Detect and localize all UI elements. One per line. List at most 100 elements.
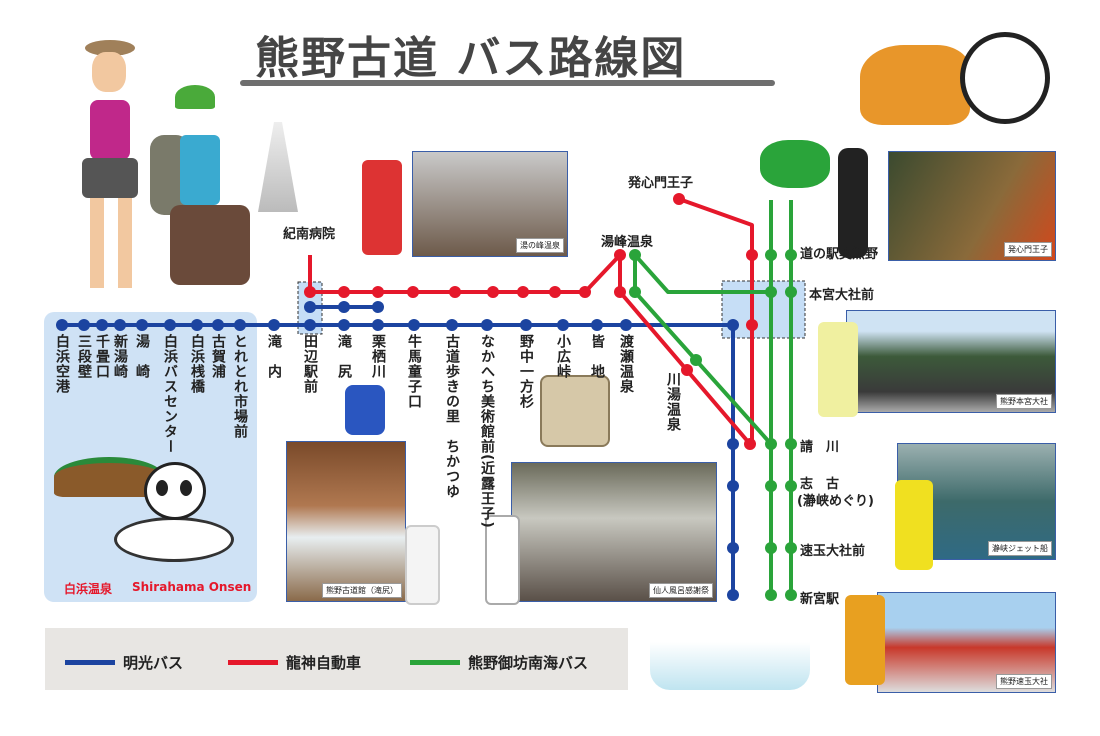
bus-stop-marker [785, 438, 797, 450]
bus-stop-marker [549, 286, 561, 298]
bus-stop-marker [212, 319, 224, 331]
shirahama-area: 白浜温泉 Shirahama Onsen [44, 312, 257, 602]
station-label: なかへち美術館前(近露王子) [479, 334, 495, 529]
bus-stop-marker [765, 542, 777, 554]
photo-caption: 熊野速玉大社 [996, 674, 1052, 689]
bus-stop-marker [338, 301, 350, 313]
station-label: 渡瀬温泉 [618, 334, 634, 394]
station-label: 古道歩きの里 ちかつゆ [444, 334, 460, 499]
woman-dress-illustration [405, 525, 440, 605]
bus-stop-marker [727, 319, 739, 331]
station-label: 栗栖川 [370, 334, 386, 379]
bus-stop-marker [446, 319, 458, 331]
nankai-hongu-line [633, 253, 771, 294]
station-label-kinan: 紀南病院 [283, 227, 336, 242]
photo-caption: 湯の峰温泉 [516, 238, 564, 253]
station-label: 小広峠 [555, 334, 571, 379]
bus-stop-marker [487, 286, 499, 298]
area-label-jp: 白浜温泉 [64, 582, 113, 596]
legend-label: 熊野御坊南海バス [468, 654, 589, 672]
photo-hosshinmon: 発心門王子 [888, 151, 1056, 261]
legend-item-meiko: 明光バス [65, 652, 183, 673]
station-label: 白浜桟橋 [189, 334, 205, 394]
photo-caption: 熊野古道館（滝尻） [322, 583, 402, 598]
photo-caption: 仙人風呂感謝祭 [649, 583, 713, 598]
bus-stop-marker [727, 480, 739, 492]
bus-stop-marker [727, 589, 739, 601]
station-label: 湯 崎 [134, 334, 150, 379]
bus-stop-marker [304, 319, 316, 331]
bus-stop-marker [673, 193, 685, 205]
photo-hongu: 熊野本宮大社 [846, 310, 1056, 413]
bus-stop-marker [114, 319, 126, 331]
bus-stop-marker [629, 286, 641, 298]
legend-swatch [65, 660, 115, 665]
ryujin-line [308, 253, 752, 446]
station-label-hayatama: 速玉大社前 [800, 544, 866, 559]
bus-stop-marker [765, 589, 777, 601]
bus-stop-marker [681, 364, 693, 376]
title-underline [240, 80, 775, 86]
station-label-hosshinmon: 発心門王子 [628, 176, 694, 191]
photo-caption: 熊野本宮大社 [996, 394, 1052, 409]
bus-stop-marker [765, 249, 777, 261]
bus-stop-marker [629, 249, 641, 261]
station-label-hongu: 本宮大社前 [809, 288, 875, 303]
festival-man-illustration [485, 515, 520, 605]
station-label: 皆 地 [589, 334, 605, 379]
bus-stop-marker [579, 286, 591, 298]
bus-stop-marker [744, 438, 756, 450]
station-label-shiko: 志 古 [800, 477, 840, 492]
station-label: 川湯温泉 [665, 372, 681, 432]
station-label-yunomine: 湯峰温泉 [601, 235, 654, 250]
bus-stop-marker [517, 286, 529, 298]
bus-stop-marker [520, 319, 532, 331]
bus-stop-marker [304, 301, 316, 313]
bus-stop-marker [620, 319, 632, 331]
beach-swimmers-illustration [650, 610, 810, 690]
hiker-man-illustration [818, 322, 858, 417]
station-label: 田辺駅前 [302, 334, 318, 394]
bus-stop-marker [372, 286, 384, 298]
station-label: 千畳口 [94, 334, 110, 379]
bus-stop-marker [785, 542, 797, 554]
bus-stop-marker [78, 319, 90, 331]
station-label-ukegawa: 請 川 [800, 440, 840, 455]
photo-sennin: 仙人風呂感謝祭 [511, 462, 717, 602]
station-label: 白浜バスセンター [162, 334, 178, 454]
tourist-man-illustration [150, 85, 260, 295]
bus-stop-marker [234, 319, 246, 331]
bus-stop-marker [338, 286, 350, 298]
traveler-illustration [362, 160, 402, 255]
bus-stop-marker [372, 319, 384, 331]
photo-caption: 発心門王子 [1004, 242, 1052, 257]
bus-stop-marker [765, 438, 777, 450]
station-label: とれとれ市場前 [232, 334, 248, 439]
bus-stop-marker [338, 319, 350, 331]
station-label: 野中一方杉 [518, 334, 534, 409]
station-label: 滝 内 [266, 334, 282, 379]
bus-stop-marker [407, 286, 419, 298]
panda-mascot-illustration [114, 462, 234, 572]
hiker-woman-illustration [838, 148, 868, 258]
traveler-suitcase-illustration [895, 480, 933, 570]
station-label: 三段壁 [76, 334, 92, 379]
bus-stop-marker [591, 319, 603, 331]
legend-item-ryujin: 龍神自動車 [228, 652, 361, 673]
panda-illustration [960, 32, 1050, 124]
photo-caption: 瀞峡ジェット船 [988, 541, 1052, 556]
bus-stop-marker [136, 319, 148, 331]
photo-kodokan: 熊野古道館（滝尻） [286, 441, 406, 602]
bus-stop-marker [614, 286, 626, 298]
station-label: 新湯崎 [112, 334, 128, 379]
station-label-shiko-sub: (瀞峡めぐり) [797, 494, 874, 509]
bus-stop-marker [785, 249, 797, 261]
bus-stop-marker [614, 249, 626, 261]
bus-stop-marker [557, 319, 569, 331]
bus-stop-marker [481, 319, 493, 331]
bus-stop-marker [727, 438, 739, 450]
shrine-illustration [760, 140, 830, 188]
photo-yunomine: 湯の峰温泉 [412, 151, 568, 257]
bus-stop-marker [765, 286, 777, 298]
bath-tub-illustration [540, 375, 610, 447]
